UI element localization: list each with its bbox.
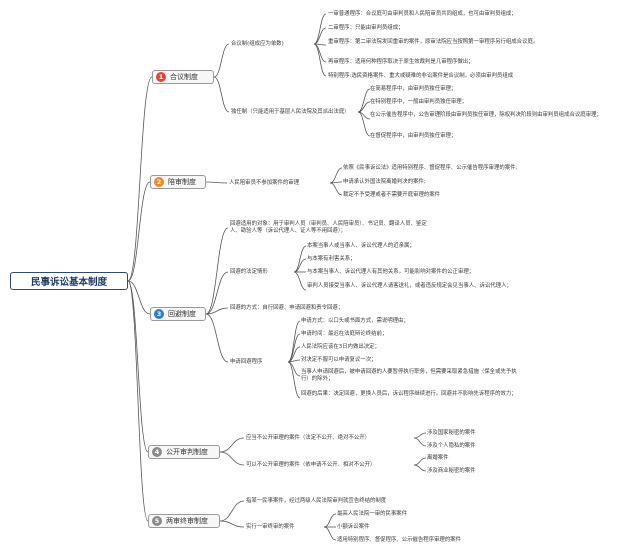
link-s1-h1-item-2: [313, 27, 327, 45]
link-s4-h2-item-1: [413, 457, 427, 466]
s3-item-2-6: 回避的后果：决定回避，更换人员后，诉讼程序继续进行。回避并不影响先诉程序的效力；: [301, 391, 517, 397]
link-s1-h1: [213, 43, 230, 78]
link-s4-h2: [219, 451, 245, 466]
link-s3-h1-item-4: [293, 271, 307, 291]
number-badge-5: 5: [152, 516, 162, 526]
link-s4-h1-item-1: [413, 432, 427, 439]
section-1-heading-1: 合议制(组成应为单数): [231, 41, 284, 47]
link-s2-h1-item-3: [329, 182, 343, 196]
s2-item-3: 裁定不予受理或者不需要开庭审理的案件: [343, 192, 441, 198]
link-s3-h1: [205, 271, 229, 315]
link-s4-h1: [219, 437, 245, 453]
section-5-label: 两审终审制度: [166, 517, 208, 525]
s1-item-1-1: 一审普通程序：合议庭可由审判员和人民陪审员共同组成，也可由审判员组成；: [328, 11, 517, 17]
link-s3-h1-item-1: [293, 245, 307, 273]
s4-item-2-2: 涉及商业秘密的案件: [427, 468, 476, 474]
section-1-node: 1 合议制度: [152, 70, 214, 84]
link-s3-intro: [205, 227, 229, 315]
link-s3-h2-item-1: [287, 320, 301, 363]
link-s5-h1-item-1: [323, 513, 337, 528]
section-3-intro: 回避适用的对象：用于审判人员（审判员、人民陪审员）、书记员、翻译人员、鉴定人、勘…: [230, 221, 427, 234]
section-5-intro: 指某一民事案件，经过两级人民法院审判就宣告终结的制度: [246, 498, 387, 504]
link-s2-h1-item-1: [329, 167, 343, 184]
number-badge-3: 3: [154, 309, 164, 319]
section-5-heading-1: 实行一审终审的案件: [246, 524, 295, 530]
s3-item-2-3: 人民法院应该在3日内做出决定；: [301, 344, 380, 350]
s3-item-2-4: 对决定不服可以申请复议一次；: [301, 357, 377, 363]
number-badge-2: 2: [154, 177, 164, 187]
link-s1-h1-item-5: [313, 43, 327, 77]
s1-item-1-2: 二审程序：只能由审判员组成；: [328, 25, 404, 31]
s1-item-2-1: 在简易程序中，由审判员独任审理；: [370, 86, 457, 92]
section-4-node: 4 公开审判制度: [148, 445, 220, 459]
s3-item-1-3: 与本案当事人、诉讼代理人有其他关系，可能影响对案件的公正审理；: [307, 269, 475, 275]
number-badge-4: 4: [152, 447, 162, 457]
s3-item-1-1: 本案当事人或当事人、诉讼代理人的近亲属；: [307, 243, 415, 249]
section-3-label: 回避制度: [168, 310, 196, 318]
link-s3-h1-item-2: [293, 258, 307, 273]
link-s5-h1-item-3: [323, 526, 337, 541]
section-3-mode: 回避的方式：自行回避、申请回避和责令回避；: [230, 305, 344, 311]
s3-item-2-1: 申请方式：以口头或书面方式，需说明理由；: [301, 318, 409, 324]
link-root-s2: [127, 181, 151, 282]
s1-item-2-2: 在特别程序中，一般由审判员独任审理；: [370, 99, 468, 105]
link-root-s4: [127, 280, 149, 453]
s2-item-2: 申请承认外国法院离婚判决的案件;: [343, 179, 426, 185]
section-4-label: 公开审判制度: [166, 448, 208, 456]
s3-item-2-5: 当事人申请回避后，被申请回避的人要暂停执行职务，但需要采取紧急措施（保全或先予执…: [301, 369, 517, 382]
link-s3-mode: [205, 307, 229, 315]
section-3-heading-1: 回避的法定情形: [230, 269, 268, 275]
section-4-heading-1: 应当不公开审理的案件（法定不公开、绝对不公开）: [246, 435, 370, 441]
s1-item-2-3: 在公示催告程序中，公告审理阶段由审判员独任审理，除权判决阶段则由审判员组成合议庭…: [370, 112, 602, 118]
section-1-heading-2: 独任制（只能适用于基层人民法院及其派出法庭）: [231, 109, 350, 115]
link-s1-h1-item-1: [313, 13, 327, 45]
section-4-heading-2: 可以不公开审理的案件（依申请不公开、相对不公开）: [246, 462, 376, 468]
link-s5-intro: [219, 500, 245, 522]
s1-item-1-5: 特别程序:选民资格案件、重大或疑难的非讼案件是合议制，必须由审判员组成: [328, 73, 514, 79]
section-3-heading-2: 申请回避程序: [230, 359, 263, 365]
s5-item-3: 适用特别程序、督促程序、公示催告程序审理的案件: [337, 537, 461, 543]
section-3-node: 3 回避制度: [150, 307, 206, 321]
link-root-s1: [127, 76, 153, 282]
number-badge-1: 1: [156, 72, 166, 82]
section-2-node: 2 陪审制度: [150, 175, 206, 189]
link-s1-h2-item-1: [357, 88, 371, 113]
section-5-node: 5 两审终审制度: [148, 514, 220, 528]
link-s1-h2-item-2: [357, 101, 371, 113]
s4-item-2-1: 离婚案件: [427, 455, 449, 461]
link-s5-h1: [219, 520, 245, 528]
link-root-s3: [127, 280, 151, 315]
section-1-label: 合议制度: [170, 73, 198, 81]
s1-item-2-4: 在督促程序中，由审判员独任审理；: [370, 133, 457, 139]
section-2-heading-1: 人民陪审员不参加案件的审理: [229, 180, 300, 186]
s3-item-1-4: 审判人员接受当事人、诉讼代理人请客送礼，或者违反规定会见当事人、诉讼代理人；: [307, 283, 512, 289]
s5-item-1: 最高人民法院一审的民事案件: [337, 511, 408, 517]
root-title: 民事诉讼基本制度: [30, 277, 107, 288]
link-s4-h1-item-2: [413, 437, 427, 447]
s4-item-1-2: 涉及个人隐私的案件: [427, 443, 476, 449]
link-s3-h2-item-6: [287, 361, 301, 399]
s3-item-2-2: 申请时间：最迟在法庭辩论终结前；: [301, 331, 388, 337]
s2-item-1: 依照《民事诉讼法》适用特别程序、督促程序、公示催告程序审理的案件;: [343, 165, 518, 171]
s1-item-1-4: 再审程序：适用何种程序取决于原生效裁判是几审程序做出；: [328, 59, 474, 65]
s1-item-1-3: 重审程序：第二审法院发回重审的案件，原审法院应当按照第一审程序另行组成合议庭。: [328, 39, 539, 45]
root-node: 民事诉讼基本制度: [10, 272, 128, 290]
s5-item-2: 小额诉讼案件: [337, 524, 370, 530]
link-root-s5: [127, 280, 149, 522]
link-s1-h2-item-4: [357, 111, 371, 137]
s3-item-1-2: 与本案有利害关系；: [307, 256, 356, 262]
link-s2-h1: [205, 181, 228, 184]
s4-item-1-1: 涉及国家秘密的案件: [427, 430, 476, 436]
link-s1-h2: [213, 76, 230, 113]
link-s4-h2-item-2: [413, 464, 427, 472]
link-s3-h2: [205, 313, 229, 363]
section-2-label: 陪审制度: [168, 178, 196, 186]
